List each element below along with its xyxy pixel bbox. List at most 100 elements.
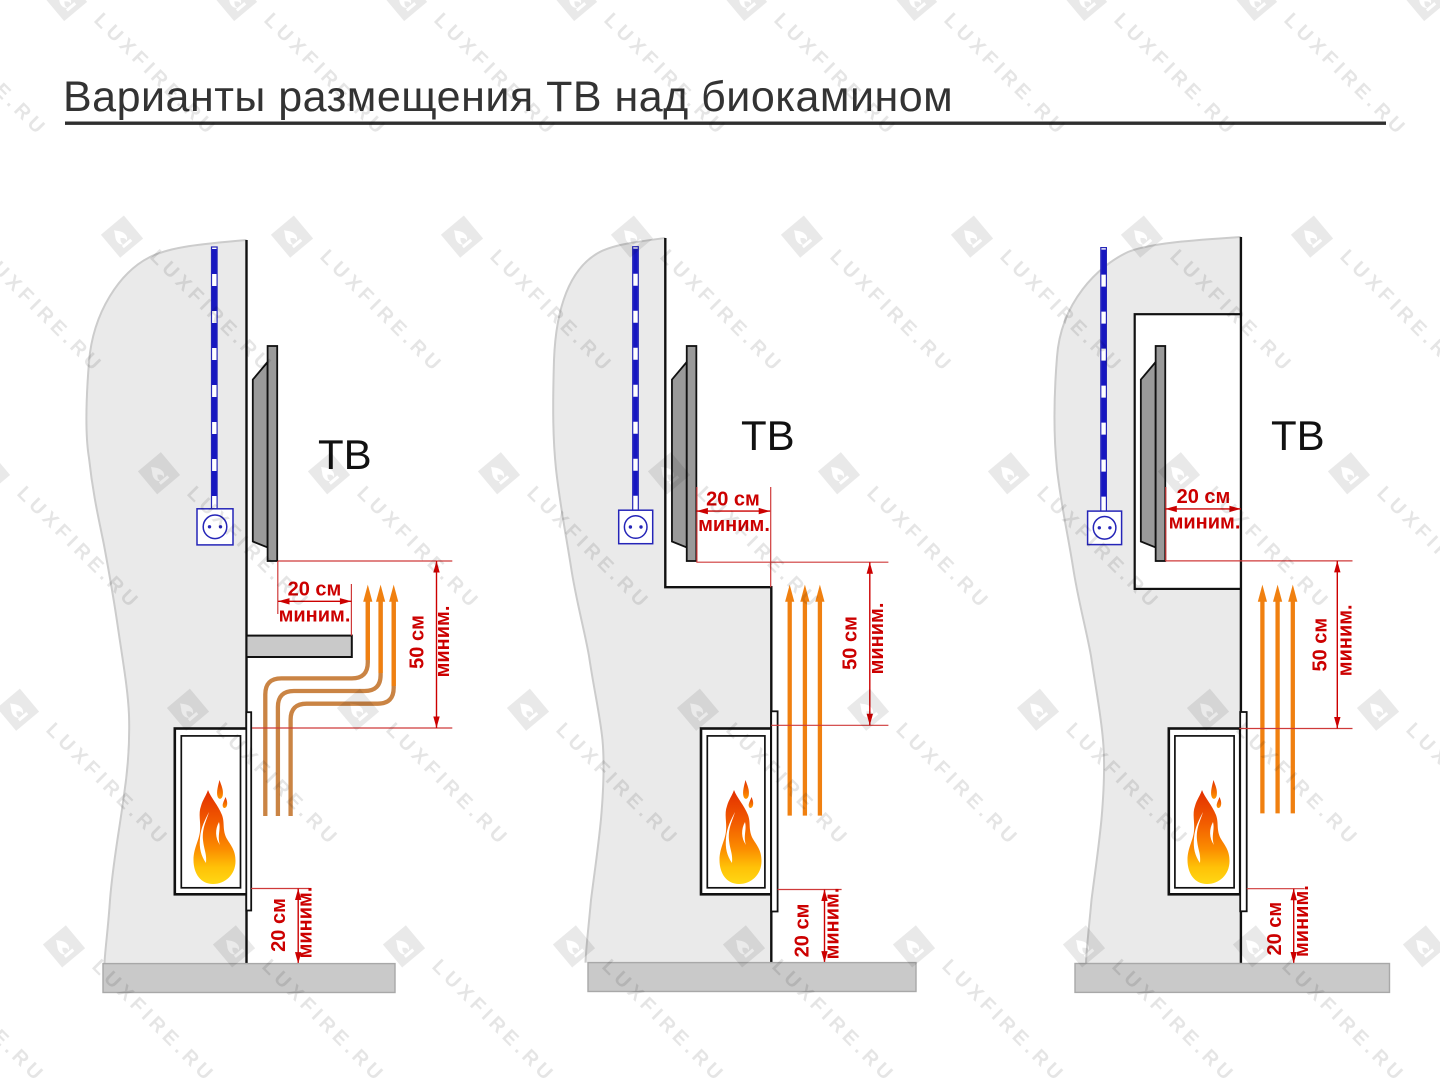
watermark-logo-icon bbox=[950, 215, 994, 258]
watermark-text: LUXFIRE.RU bbox=[1372, 482, 1440, 614]
duct-2 bbox=[275, 601, 383, 816]
dim-arrow-down bbox=[1334, 717, 1341, 729]
dim-value: 50 см bbox=[407, 615, 429, 669]
outlet-pin-right bbox=[639, 525, 643, 529]
power-outlet bbox=[196, 508, 234, 546]
watermark-text: LUXFIRE.RU bbox=[1335, 246, 1440, 378]
dim-arrow-up bbox=[866, 562, 873, 574]
dim-value: 50 см bbox=[1309, 618, 1331, 672]
dim-value: 20 см bbox=[792, 904, 814, 958]
tv-side bbox=[251, 359, 269, 549]
watermark-logo-icon bbox=[892, 925, 936, 968]
watermark-logo-icon bbox=[1404, 0, 1440, 22]
watermark-logo-icon bbox=[100, 215, 144, 258]
floor-clearance-dimension: 20 см миним. bbox=[251, 887, 317, 964]
watermark-text: LUXFIRE.RU bbox=[1231, 719, 1363, 851]
watermark-logo-icon bbox=[894, 0, 938, 22]
dim-qualifier: миним. bbox=[279, 605, 351, 627]
dim-arrow-up bbox=[1334, 560, 1341, 573]
dim-value: 50 см bbox=[839, 616, 861, 670]
outlet-pin-left bbox=[1097, 526, 1102, 530]
watermark-logo-icon bbox=[336, 688, 380, 731]
dim-value: 20 см bbox=[268, 898, 290, 952]
dim-arrow-up bbox=[1290, 888, 1297, 901]
watermark-logo-icon bbox=[817, 452, 861, 495]
watermark-text: LUXFIRE.RU bbox=[352, 482, 484, 614]
dim-qualifier: миним. bbox=[698, 514, 770, 536]
watermark-text: LUXFIRE.RU bbox=[0, 9, 52, 141]
heat-arrow-head-3 bbox=[815, 584, 825, 602]
watermark-logo-icon bbox=[477, 452, 521, 495]
watermark-logo-icon bbox=[1016, 688, 1060, 731]
tv-front bbox=[685, 345, 698, 562]
power-outlet bbox=[1086, 510, 1123, 546]
watermark-text: LUXFIRE.RU bbox=[0, 719, 4, 851]
dim-arrow-right bbox=[339, 598, 352, 605]
watermark-text: LUXFIRE.RU bbox=[1109, 9, 1241, 141]
wall-curved-edge bbox=[552, 237, 666, 963]
watermark-text: LUXFIRE.RU bbox=[0, 246, 108, 378]
power-outlet bbox=[617, 509, 654, 545]
floor-clearance-dimension: 20 см миним. bbox=[777, 888, 843, 963]
tv-front bbox=[1154, 345, 1167, 562]
watermark-text: LUXFIRE.RU bbox=[939, 9, 1071, 141]
watermark-logo-icon bbox=[1402, 925, 1440, 968]
dim-arrow-up bbox=[295, 888, 302, 900]
outlet-socket bbox=[202, 514, 228, 540]
heat-arrow-head-1 bbox=[785, 584, 795, 602]
watermark-logo-icon bbox=[506, 688, 550, 731]
dim-arrow-right bbox=[758, 507, 771, 515]
outlet-pin-right bbox=[218, 525, 223, 529]
fireplace bbox=[173, 711, 253, 912]
dim-value: 20 см bbox=[288, 579, 342, 601]
watermark-logo-icon bbox=[1327, 452, 1371, 495]
dim-arrow-up bbox=[821, 889, 828, 901]
watermark-text: LUXFIRE.RU bbox=[381, 719, 513, 851]
fireplace-front-glass bbox=[245, 711, 253, 912]
side-clearance-dimension: 20 см миним. bbox=[1165, 486, 1241, 561]
watermark-text: LUXFIRE.RU bbox=[1279, 9, 1411, 141]
dim-arrow-down bbox=[1290, 952, 1297, 964]
tv-side bbox=[671, 359, 688, 549]
dim-qualifier: миним. bbox=[1169, 512, 1241, 534]
dim-arrow-left bbox=[1165, 505, 1177, 513]
watermark-logo-icon bbox=[214, 0, 258, 22]
dim-qualifier: миним. bbox=[1291, 885, 1313, 957]
watermark-logo-icon bbox=[42, 925, 86, 968]
dim-value: 20 см bbox=[706, 489, 760, 511]
watermark-logo-icon bbox=[780, 215, 824, 258]
watermark-logo-icon bbox=[270, 215, 314, 258]
wall-curved-edge bbox=[1053, 236, 1241, 964]
side-clearance-dimension: 20 см миним. bbox=[277, 560, 453, 636]
protective-shelf bbox=[245, 634, 353, 658]
watermark-logo-icon bbox=[1290, 215, 1334, 258]
outlet-socket bbox=[623, 514, 648, 540]
heat-arrow-head-2 bbox=[1273, 584, 1283, 602]
wall-curved-edge bbox=[85, 239, 247, 964]
fireplace-front-glass bbox=[770, 710, 779, 913]
outlet-pin-right bbox=[1108, 526, 1112, 530]
fireplace bbox=[699, 710, 779, 913]
power-cable bbox=[632, 246, 639, 511]
duct-1 bbox=[263, 601, 370, 816]
watermark-text: LUXFIRE.RU bbox=[427, 955, 559, 1080]
side-clearance-dimension: 20 см миним. bbox=[696, 487, 772, 588]
outlet-pin-left bbox=[207, 525, 212, 529]
dim-qualifier: миним. bbox=[432, 606, 454, 678]
watermark-logo-icon bbox=[0, 452, 11, 495]
heat-arrow-head-1 bbox=[363, 584, 373, 602]
heat-arrows bbox=[785, 584, 825, 816]
heat-arrow-head-3 bbox=[1288, 584, 1298, 602]
watermark-text: LUXFIRE.RU bbox=[1401, 719, 1440, 851]
floor-base bbox=[587, 961, 917, 993]
vertical-clearance-dimension: 50 см миним. bbox=[1165, 560, 1356, 730]
power-cable bbox=[210, 246, 218, 510]
dim-qualifier: миним. bbox=[821, 888, 843, 960]
watermark-logo-icon bbox=[554, 0, 598, 22]
heat-arrows bbox=[1257, 584, 1298, 814]
header: Варианты размещения ТВ над биокамином bbox=[63, 73, 1386, 125]
dim-arrow-up bbox=[433, 561, 440, 573]
watermark-logo-icon bbox=[440, 215, 484, 258]
watermark-text: LUXFIRE.RU bbox=[655, 246, 787, 378]
